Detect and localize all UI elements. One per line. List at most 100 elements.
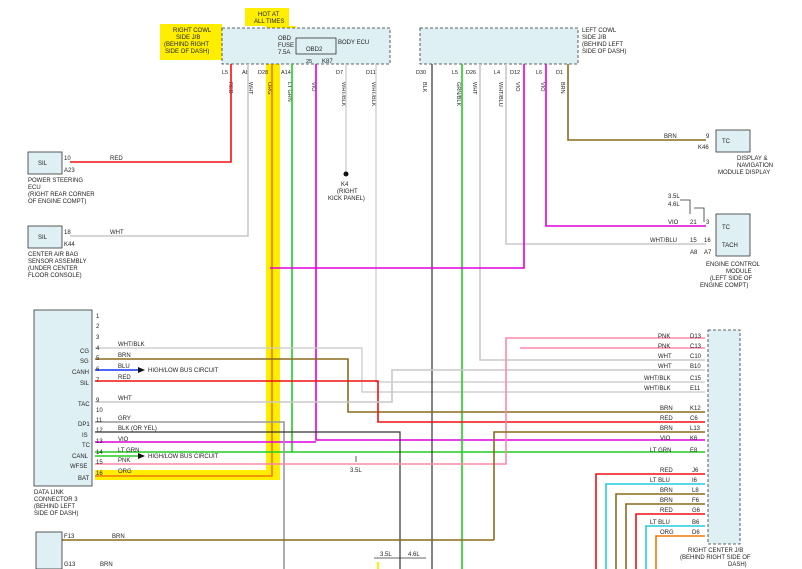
airbag-conn: K44 [64, 242, 75, 248]
jb-wire: PNK [658, 344, 670, 350]
dlc-pin-name: IS [82, 433, 88, 439]
bottom-eng-46: 4.6L [408, 552, 420, 558]
bottom-eng-35: 3.5L [380, 552, 392, 558]
dlc-pin-num: 6 [96, 367, 100, 373]
jb-pin: I6 [692, 478, 698, 484]
wire-red-j6 [595, 473, 705, 569]
hot-line-1: HOT AT [258, 12, 279, 18]
wire-ltblu-b6 [645, 525, 705, 569]
bat-feed-highlight [95, 470, 280, 480]
fuse-line-1: OBD [278, 36, 292, 42]
ecm-pin15: 15 [690, 238, 697, 244]
dlc-pin-name: BAT [78, 476, 90, 482]
wire-brn-f6 [625, 503, 705, 569]
hot-at-all-times-highlight [245, 8, 289, 26]
wire-vio-left [270, 64, 525, 269]
display-wire: BRN [664, 134, 677, 140]
right-cowl-line-3: (BEHIND RIGHT [164, 42, 209, 48]
bottom-g13: G13 [64, 562, 76, 568]
ecm-name-2: MODULE [726, 269, 752, 275]
jb-pin: D6 [692, 530, 700, 536]
jb-pin: G6 [692, 508, 701, 514]
bottom-brn1: BRN [112, 534, 125, 540]
display-conn: K46 [698, 145, 709, 151]
v-wire-label: GRN/BLK [455, 82, 461, 106]
jb-pin: E11 [690, 386, 701, 392]
v-wire-label: BLK [421, 82, 427, 93]
dlc-pin-num: 13 [96, 439, 103, 445]
right-center-jb-line-3: DASH) [728, 562, 747, 568]
dlc-pin-name: CANL [72, 454, 89, 460]
left-cowl-jb [419, 27, 579, 65]
dlc-pin-name: DP1 [78, 422, 90, 428]
v-wire-label: WHT/BLK [340, 82, 346, 107]
ground-k4-dot [343, 171, 349, 177]
v-wire-label: WHT/BLU [497, 82, 503, 107]
dlc-pin-name: TAC [78, 402, 90, 408]
left-cowl-line-4: SIDE OF DASH) [582, 49, 626, 55]
jb-pin: C6 [690, 416, 698, 422]
top-pin: D28 [258, 70, 268, 76]
dlc-pin-name: TC [82, 443, 91, 449]
jb-wire: LT BLU [650, 478, 670, 484]
jb-wire: VIO [660, 436, 671, 442]
wire-wht-tac [95, 369, 705, 403]
jb-pin: K12 [690, 406, 701, 412]
ps-name-3: (RIGHT REAR CORNER [28, 192, 95, 198]
jb-pin: D13 [690, 334, 702, 340]
display-pin: 9 [706, 134, 710, 140]
fuse-line-2: FUSE [278, 43, 294, 49]
dlc-pin-wire: BLU [118, 364, 130, 370]
jb-pin: C15 [690, 376, 702, 382]
dlc-name-4: SIDE OF DASH) [34, 511, 78, 517]
wire-brn-l13 [493, 431, 705, 540]
top-pin: L6 [536, 70, 542, 76]
ecm-name-3: (LEFT SIDE OF [710, 276, 753, 282]
wire-ecm-35 [680, 199, 691, 214]
body-ecu-box [295, 37, 337, 55]
dlc-pin-num: 4 [96, 346, 100, 352]
ecm-conn-a7: A7 [704, 250, 712, 256]
jb-pin: B6 [692, 520, 700, 526]
dlc-pin-num: 10 [96, 408, 103, 414]
bus2-arrow-icon [138, 453, 145, 459]
wire-whtblk-d11 [375, 64, 705, 383]
ground-k4: K4 (RIGHT KICK PANEL) [328, 171, 365, 202]
jb-pin: J6 [692, 468, 699, 474]
left-cowl-line-2: SIDE J/B [582, 35, 606, 41]
display-name-2: NAVIGATION [737, 163, 773, 169]
v-wire-label: VIO [514, 82, 520, 92]
ecm-vio: VIO [668, 220, 679, 226]
dlc-pin-name: CG [80, 349, 89, 355]
wire-vio-ecm [545, 64, 706, 227]
right-center-jb-line-2: (BEHIND RIGHT SIDE OF [680, 555, 751, 561]
dlc-pin-num: 9 [96, 398, 100, 404]
left-cowl-line-3: (BEHIND LEFT [582, 42, 623, 48]
fuse-line-3: 7.5A [278, 50, 290, 56]
v-wire-label: WHT/BLK [370, 82, 376, 107]
wires [62, 64, 706, 569]
wire-blk-is [95, 431, 401, 569]
dlc-pin-num: 16 [96, 471, 103, 477]
wire-org-bat [95, 64, 273, 477]
wire-pnk [95, 337, 705, 465]
jb-pin: L8 [692, 488, 699, 494]
top-pin: D30 [416, 70, 426, 76]
dlc-pin-num: 7 [96, 378, 100, 384]
wire-wht-airbag [70, 64, 249, 237]
bottom-f13: F13 [64, 534, 75, 540]
dlc-pin-num: 1 [96, 314, 100, 320]
left-cowl-line-1: LEFT COWL [582, 28, 617, 34]
ground-k4-label: K4 [341, 182, 349, 188]
v-wire-label: VIO [539, 82, 545, 92]
top-pin: D1 [556, 70, 563, 76]
top-pin: A8 [242, 70, 249, 76]
ps-sil: SIL [38, 161, 48, 167]
jb-wire: BRN [660, 426, 673, 432]
display-tc: TC [722, 139, 731, 145]
ecm-eng-2: 4.6L [668, 202, 680, 208]
jb-pin: C13 [690, 344, 702, 350]
dlc-pin-num: 2 [96, 324, 100, 330]
jb-wire: WHT/BLK [644, 376, 671, 382]
